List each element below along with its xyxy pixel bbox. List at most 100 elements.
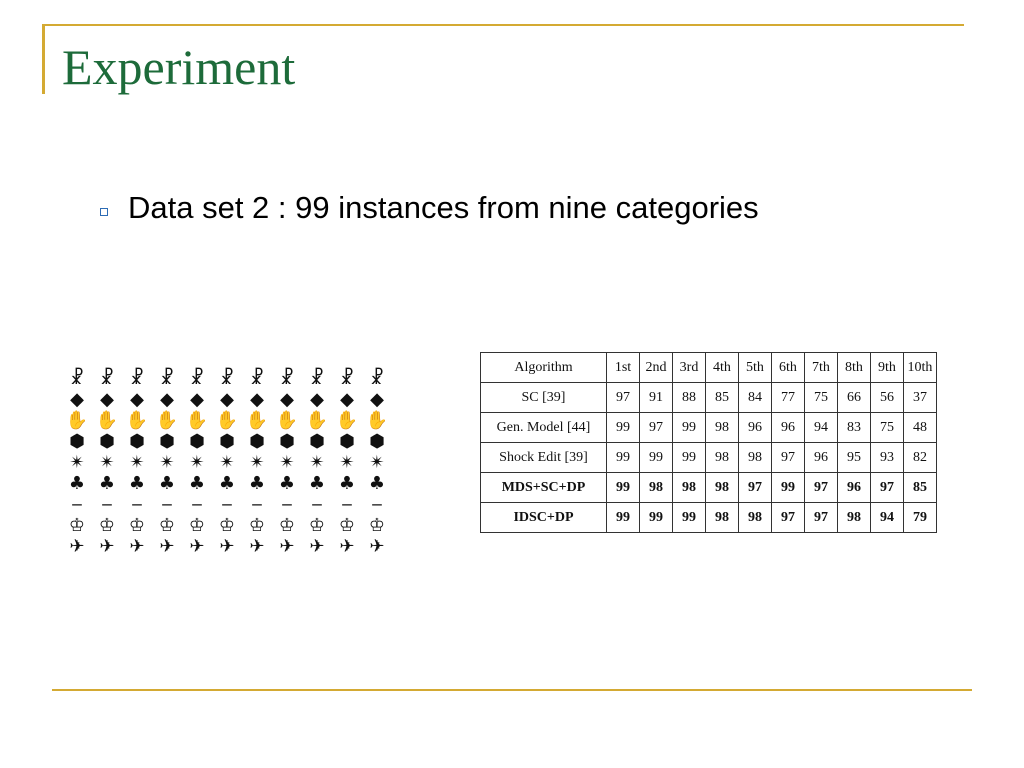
hand-icon: ✋	[215, 410, 239, 431]
tool-icon: ‒	[341, 494, 353, 515]
score-cell: 99	[771, 472, 805, 503]
tool-icon: ‒	[131, 494, 143, 515]
airplane-icon: ✈	[279, 536, 295, 557]
table-row: SC [39] 97 91 88 85 84 77 75 66 56 37	[480, 382, 937, 413]
slide-title: Experiment	[62, 39, 296, 95]
human-figure-icon: ☧	[129, 368, 145, 389]
tool-icon: ‒	[161, 494, 173, 515]
tool-icon: ‒	[311, 494, 323, 515]
score-cell: 77	[771, 382, 805, 413]
quadruped-icon: ♔	[218, 515, 236, 536]
airplane-icon: ✈	[309, 536, 325, 557]
rabbit-icon: ♣	[338, 473, 356, 494]
hand-icon: ✋	[305, 410, 329, 431]
tool-icon: ‒	[71, 494, 83, 515]
score-cell: 84	[738, 382, 772, 413]
score-cell: 99	[606, 412, 640, 443]
hand-icon: ✋	[155, 410, 179, 431]
table-row: IDSC+DP 99 99 99 98 98 97 97 98 94 79	[480, 502, 937, 533]
score-cell: 91	[639, 382, 673, 413]
rabbit-icon: ♣	[68, 473, 86, 494]
quadruped-icon: ♔	[368, 515, 386, 536]
tool-icon: ‒	[101, 494, 113, 515]
table-header-row: Algorithm 1st 2nd 3rd 4th 5th 6th 7th 8t…	[480, 352, 937, 383]
bird-icon: ✴	[189, 452, 205, 473]
header-cell: 7th	[804, 352, 838, 383]
diamond-icon: ◆	[220, 389, 234, 410]
score-cell: 75	[870, 412, 904, 443]
human-figure-icon: ☧	[219, 368, 235, 389]
human-figure-icon: ☧	[309, 368, 325, 389]
header-cell: 2nd	[639, 352, 673, 383]
bird-icon: ✴	[159, 452, 175, 473]
table-row: MDS+SC+DP 99 98 98 98 97 99 97 96 97 85	[480, 472, 937, 503]
airplane-icon: ✈	[339, 536, 355, 557]
rabbit-icon: ♣	[308, 473, 326, 494]
diamond-icon: ◆	[340, 389, 354, 410]
airplane-icon: ✈	[219, 536, 235, 557]
score-cell: 56	[870, 382, 904, 413]
fish-icon: ⬢	[189, 431, 205, 452]
bullet-text: Data set 2 : 99 instances from nine cate…	[128, 190, 759, 225]
score-cell: 97	[771, 442, 805, 473]
score-cell: 66	[837, 382, 871, 413]
hand-icon: ✋	[365, 410, 389, 431]
score-cell: 97	[738, 472, 772, 503]
header-cell: 4th	[705, 352, 739, 383]
tool-icon: ‒	[191, 494, 203, 515]
diamond-icon: ◆	[250, 389, 264, 410]
algorithm-name-cell: Shock Edit [39]	[480, 442, 607, 473]
score-cell: 99	[639, 442, 673, 473]
table-row: Shock Edit [39] 99 99 99 98 98 97 96 95 …	[480, 442, 937, 473]
human-figure-icon: ☧	[369, 368, 385, 389]
shape-dataset-figure: ☧☧☧☧☧☧☧☧☧☧☧◆◆◆◆◆◆◆◆◆◆◆✋✋✋✋✋✋✋✋✋✋✋⬢⬢⬢⬢⬢⬢⬢…	[62, 368, 392, 560]
airplane-icon: ✈	[189, 536, 205, 557]
airplane-icon: ✈	[369, 536, 385, 557]
score-cell: 99	[672, 412, 706, 443]
rabbit-icon: ♣	[218, 473, 236, 494]
rabbit-icon: ♣	[248, 473, 266, 494]
tool-icon: ‒	[221, 494, 233, 515]
score-cell: 98	[672, 472, 706, 503]
fish-icon: ⬢	[249, 431, 265, 452]
rabbit-icon: ♣	[368, 473, 386, 494]
score-cell: 82	[903, 442, 937, 473]
score-cell: 98	[705, 412, 739, 443]
human-figure-icon: ☧	[189, 368, 205, 389]
score-cell: 94	[804, 412, 838, 443]
score-cell: 37	[903, 382, 937, 413]
fish-icon: ⬢	[369, 431, 385, 452]
fish-icon: ⬢	[279, 431, 295, 452]
score-cell: 79	[903, 502, 937, 533]
header-cell: 9th	[870, 352, 904, 383]
score-cell: 96	[837, 472, 871, 503]
score-cell: 85	[705, 382, 739, 413]
accent-line-left	[42, 24, 45, 94]
score-cell: 99	[672, 442, 706, 473]
score-cell: 98	[705, 502, 739, 533]
score-cell: 98	[837, 502, 871, 533]
score-cell: 98	[738, 502, 772, 533]
airplane-icon: ✈	[159, 536, 175, 557]
score-cell: 98	[705, 472, 739, 503]
score-cell: 98	[705, 442, 739, 473]
fish-icon: ⬢	[69, 431, 85, 452]
score-cell: 97	[870, 472, 904, 503]
score-cell: 88	[672, 382, 706, 413]
bird-icon: ✴	[339, 452, 355, 473]
diamond-icon: ◆	[160, 389, 174, 410]
score-cell: 97	[639, 412, 673, 443]
score-cell: 99	[672, 502, 706, 533]
score-cell: 98	[639, 472, 673, 503]
algorithm-name-cell: MDS+SC+DP	[480, 472, 607, 503]
diamond-icon: ◆	[100, 389, 114, 410]
diamond-icon: ◆	[310, 389, 324, 410]
quadruped-icon: ♔	[338, 515, 356, 536]
header-cell: 5th	[738, 352, 772, 383]
score-cell: 96	[771, 412, 805, 443]
human-figure-icon: ☧	[159, 368, 175, 389]
quadruped-icon: ♔	[128, 515, 146, 536]
bird-icon: ✴	[219, 452, 235, 473]
fish-icon: ⬢	[219, 431, 235, 452]
quadruped-icon: ♔	[188, 515, 206, 536]
